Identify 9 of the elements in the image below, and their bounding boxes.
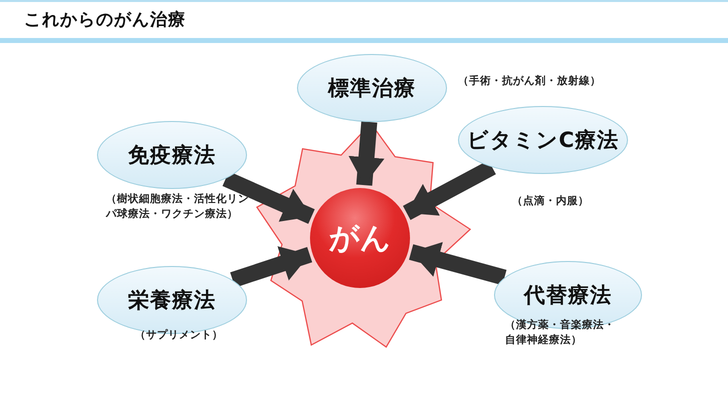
- note-text: （手術・抗がん剤・放射線）: [458, 74, 602, 89]
- treatment-ellipse: ビタミンC療法: [458, 106, 628, 174]
- title: これからのがん治療: [24, 9, 186, 31]
- note-text: （点滴・内服）: [512, 194, 590, 209]
- arrow: [230, 246, 312, 288]
- note-text: （漢方薬・音楽療法・自律神経療法）: [505, 318, 616, 348]
- treatment-ellipse: 免疫療法: [97, 121, 247, 189]
- treatment-ellipse: 標準治療: [297, 54, 447, 122]
- note-text: （樹状細胞療法・活性化リンパ球療法・ワクチン療法）: [106, 192, 250, 222]
